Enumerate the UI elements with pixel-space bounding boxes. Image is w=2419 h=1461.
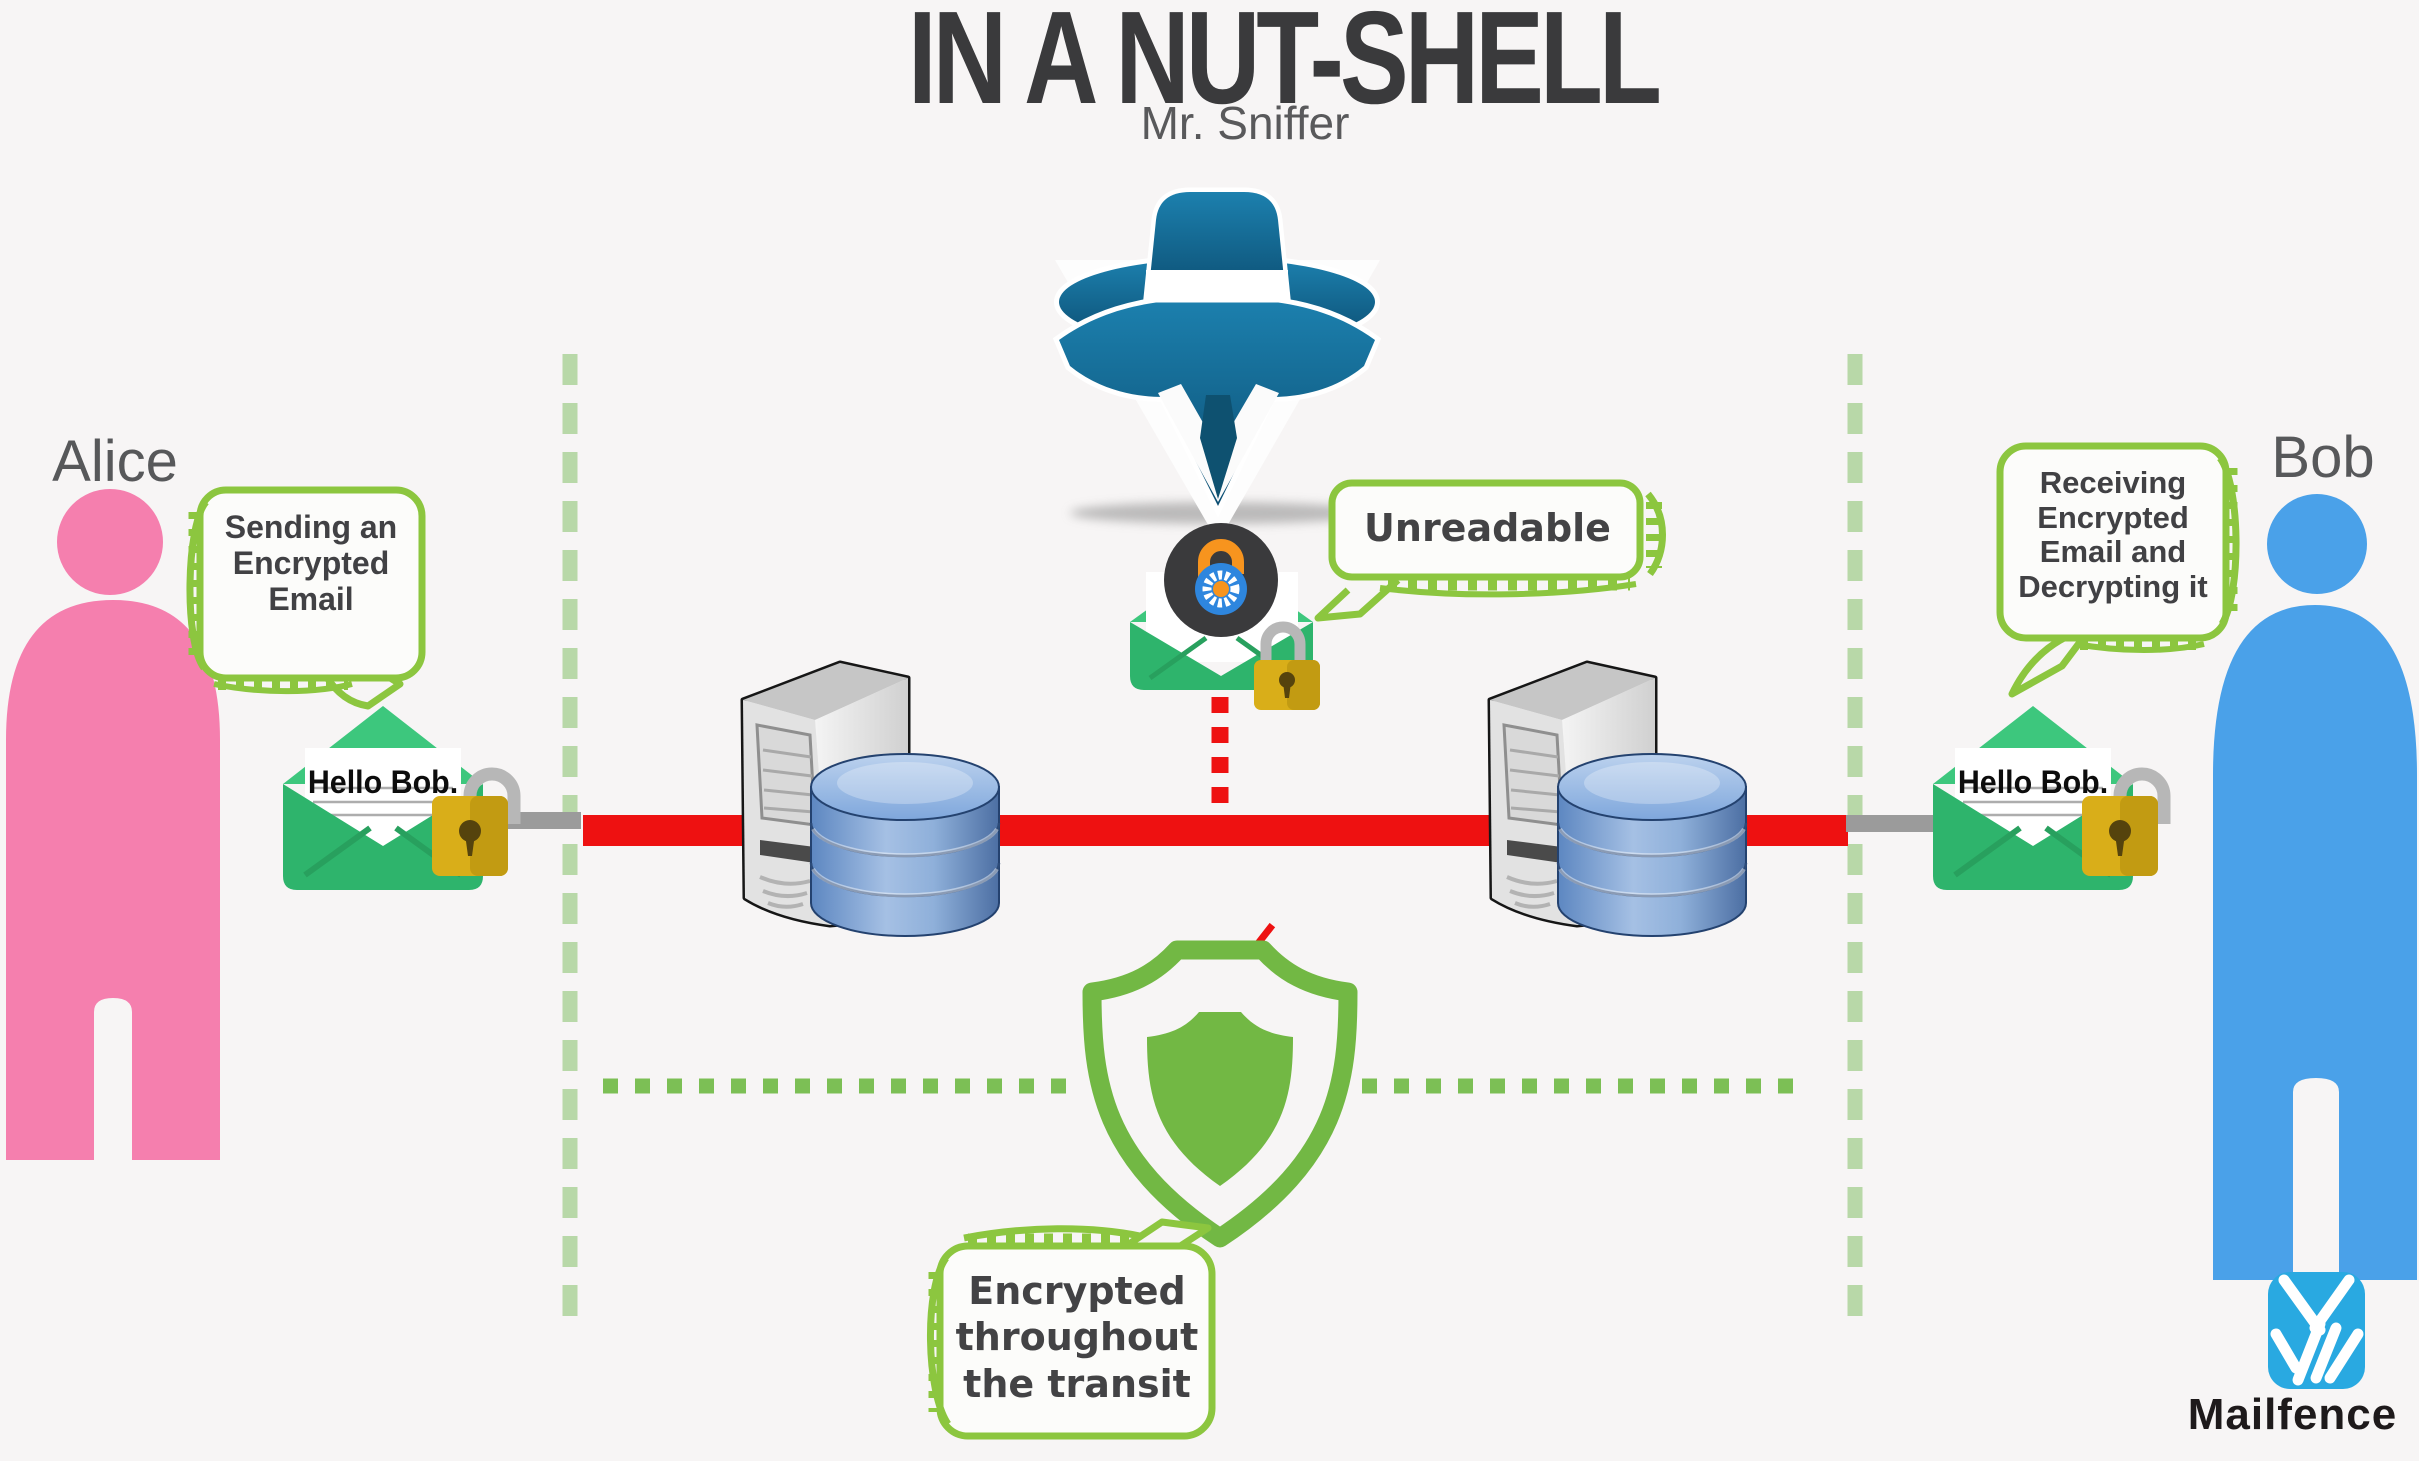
right-mail-server [1487, 660, 1748, 937]
alice-body [6, 600, 220, 1160]
brand-name: Mailfence [2187, 1390, 2398, 1439]
database-icon [1556, 753, 1748, 937]
page-title: IN A NUT-SHELL [908, 0, 1662, 131]
unreadable-bubble-text: Unreadable [1364, 506, 1611, 550]
server-drive-bay [1507, 840, 1562, 863]
transit-speech-bubble [927, 1218, 1216, 1440]
spy-collar [1158, 384, 1279, 502]
server-top-face [1490, 663, 1655, 720]
logo-mark [2270, 1274, 2364, 1386]
alice-figure [6, 489, 220, 1160]
transit-bubble-text: Encrypted throughout the transit [955, 1269, 1199, 1406]
bob-head [2267, 494, 2367, 594]
database-icon [809, 753, 1001, 937]
intercepted-envelope-icon [1130, 523, 1320, 710]
bob-label: Bob [2271, 425, 2375, 490]
left-mail-server [740, 660, 1001, 937]
alice-speech-bubble [186, 486, 426, 710]
bob-body [2213, 605, 2417, 1280]
shield-icon [1082, 940, 1358, 1248]
hat-band [1146, 270, 1288, 298]
right-gray-connector [1846, 815, 1938, 832]
sniffer-label: Mr. Sniffer [1140, 97, 1350, 149]
bob-email-message: Hello Bob. [1957, 764, 2109, 800]
unreadable-speech-bubble [1314, 479, 1666, 622]
shield-inner [1147, 1012, 1293, 1186]
encrypted-content-icon [1164, 523, 1278, 637]
letter-lines [1963, 786, 2103, 817]
server-top-face [743, 663, 908, 720]
alice-envelope-icon [283, 706, 521, 890]
spy-tie [1200, 395, 1237, 499]
mailfence-logo-icon [2268, 1272, 2365, 1389]
bob-envelope-icon [1933, 706, 2171, 890]
server-grille [1506, 875, 1558, 909]
server-vents [762, 748, 815, 814]
padlock-icon [432, 767, 521, 876]
sniffer-spy-icon [1052, 187, 1382, 542]
alice-bubble-text: Sending an Encrypted Email [224, 509, 398, 617]
server-drive-bay [760, 840, 815, 863]
bob-bubble-text: Receiving Encrypted Email and Decrypting… [2018, 465, 2208, 605]
bob-speech-bubble [1996, 442, 2240, 698]
server-grille [759, 875, 811, 909]
padlock-icon [2082, 767, 2171, 876]
letter-lines [313, 786, 453, 817]
bob-figure [2213, 494, 2417, 1280]
alice-head [57, 489, 163, 595]
shield-outline [1082, 940, 1358, 1248]
alice-email-message: Hello Bob. [307, 764, 459, 800]
padlock-icon [1254, 621, 1320, 710]
alice-label: Alice [52, 429, 178, 494]
server-vents [1509, 748, 1562, 814]
